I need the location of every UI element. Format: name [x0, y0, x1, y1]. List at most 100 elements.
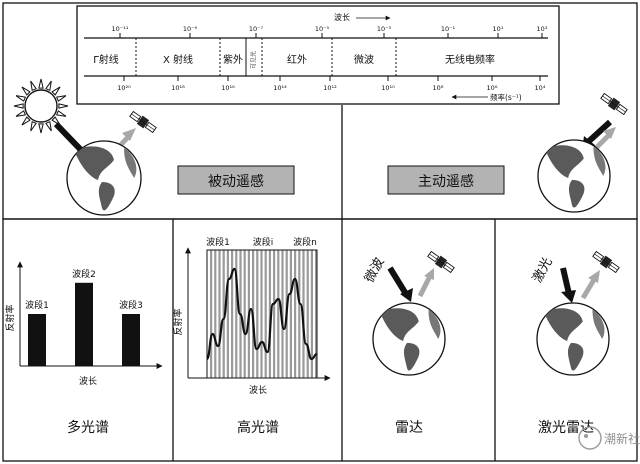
bottom-tick-label: 10⁸: [433, 84, 444, 92]
lidar-up-arrowhead: [588, 270, 600, 283]
north-america-shape: [379, 308, 419, 341]
earth-icon: [536, 302, 610, 376]
earth-icon: [66, 140, 142, 216]
radar-title: 雷达: [395, 420, 423, 436]
ms-ylabel: 反射率: [4, 304, 16, 331]
band-label: Γ射线: [93, 53, 119, 66]
band-label: 红外: [287, 53, 307, 66]
top-tick-label: 10⁻¹¹: [112, 25, 129, 33]
bottom-tick-label: 10¹⁴: [273, 84, 287, 92]
hs-ylabel: 反射率: [172, 308, 184, 335]
sun-icon: [13, 78, 69, 134]
top-tick-label: 10⁻⁵: [315, 25, 330, 33]
band-label: 无线电频率: [445, 53, 495, 66]
ms-xlabel: 波长: [79, 375, 97, 387]
top-tick-label: 10⁻¹: [441, 25, 456, 33]
sun-ray: [58, 103, 69, 109]
satellite-icon: [600, 92, 628, 116]
frequency-label: 频率(s⁻¹): [490, 92, 522, 102]
earth-to-satellite-arrowhead-active: [603, 127, 616, 139]
sun-ray: [30, 80, 37, 92]
microwave-label: 微波: [362, 255, 387, 285]
watermark-logo-dot-icon: [584, 434, 588, 438]
earth-continents: [543, 308, 605, 371]
hs-stripe: [214, 250, 217, 378]
hs-stripe: [277, 250, 280, 378]
hs-stripe: [231, 250, 234, 378]
hs-stripe: [268, 250, 271, 378]
bottom-tick-label: 10¹²: [323, 84, 337, 92]
sun-ray: [15, 95, 27, 102]
satellite-strut: [594, 253, 618, 271]
bottom-tick-label: 10⁶: [487, 84, 498, 92]
ms-bar-label: 波段3: [119, 299, 143, 311]
hs-stripe: [315, 250, 318, 378]
multispectral-title: 多光谱: [67, 419, 109, 436]
hyperspectral-title: 高光谱: [237, 419, 279, 436]
lidar-down-arrow: [560, 267, 572, 295]
europe-shape: [593, 146, 606, 176]
hs-band-label: 波段1: [206, 236, 230, 248]
earth-icons: [66, 139, 611, 376]
bottom-panel: [2, 218, 638, 462]
top-tick-label: 10⁻⁹: [183, 25, 198, 33]
sun-ray: [13, 103, 24, 109]
satellite-strut: [131, 113, 155, 131]
satellite-icons: [129, 92, 628, 274]
hs-reflectance-curve: [205, 267, 318, 361]
watermark-logo-icon: [578, 426, 602, 450]
ms-bar: [28, 314, 46, 366]
wavelength-label: 波长: [334, 12, 350, 22]
ms-bar: [122, 314, 140, 366]
watermark: 潮新社: [578, 426, 640, 450]
hs-stripe: [243, 250, 246, 378]
hs-stripe: [256, 250, 259, 378]
satellite-strut: [602, 95, 626, 113]
lidar-up-arrow: [580, 276, 598, 300]
lidar-title: 激光雷达: [538, 419, 594, 436]
north-america-shape: [544, 145, 584, 178]
bottom-tick-label: 10¹⁸: [171, 84, 185, 92]
south-america-shape: [98, 182, 115, 211]
north-america-shape: [543, 308, 583, 341]
sun-ray: [21, 116, 31, 126]
passive-label: 被动遥感: [208, 173, 264, 190]
earth-continents: [74, 146, 137, 211]
sun-ray: [55, 110, 67, 117]
sun-core: [24, 89, 58, 123]
satellite-to-earth-arrow: [585, 119, 613, 145]
lidar-down-arrowhead: [561, 290, 576, 303]
europe-shape: [124, 148, 137, 178]
south-america-shape: [568, 179, 585, 208]
band-label: 微波: [354, 53, 374, 66]
sun-rays: [13, 78, 69, 134]
ms-bar: [75, 282, 93, 366]
radar-down-arrowhead: [400, 288, 413, 302]
north-america-shape: [74, 146, 114, 180]
europe-shape: [428, 309, 441, 339]
hs-stripe: [210, 250, 213, 378]
hs-stripe: [289, 250, 292, 378]
south-america-shape: [567, 342, 584, 371]
radar-up-arrowhead: [424, 268, 434, 280]
radar-up-arrow: [417, 274, 433, 298]
hs-stripe: [281, 250, 284, 378]
bottom-tick-label: 10⁴: [535, 84, 546, 92]
hs-stripe: [222, 250, 225, 378]
hs-stripe: [226, 250, 229, 378]
europe-shape: [592, 309, 605, 339]
band-label: X 射线: [163, 53, 193, 66]
active-label: 主动遥感: [418, 173, 474, 190]
hs-stripe: [264, 250, 267, 378]
band-dividers: [135, 38, 397, 76]
hs-stripe: [298, 250, 301, 378]
satellite-icon: [129, 110, 157, 134]
satellite-strut: [429, 253, 453, 271]
sun-ray: [45, 80, 52, 92]
